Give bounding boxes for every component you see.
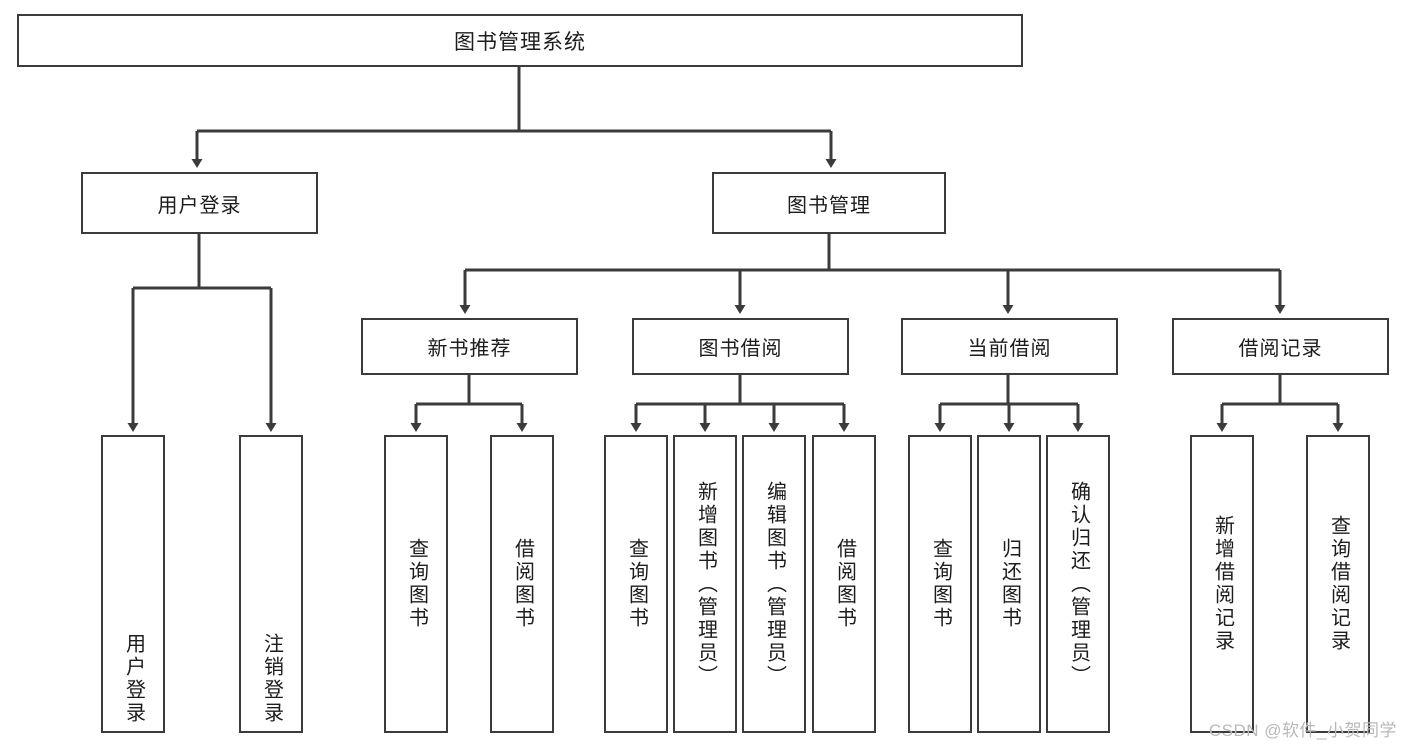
leaf-newbook-query-book-label: 查询图书 (405, 538, 428, 630)
leaf-record-query[interactable]: 查询借阅记录 (1306, 435, 1370, 733)
leaf-newbook-borrow-book-label: 借阅图书 (511, 538, 534, 630)
leaf-logout[interactable]: 注销登录 (239, 435, 303, 733)
node-new-book-recommend[interactable]: 新书推荐 (361, 318, 578, 375)
leaf-current-confirm-return[interactable]: 确认归还（管理员） (1046, 435, 1110, 733)
node-current-borrow[interactable]: 当前借阅 (901, 318, 1118, 375)
watermark: CSDN @软件_小贺同学 (1208, 721, 1397, 740)
node-new-book-recommend-label: 新书推荐 (427, 338, 512, 360)
leaf-current-return-book[interactable]: 归还图书 (977, 435, 1041, 733)
leaf-current-confirm-return-label: 确认归还（管理员） (1067, 480, 1090, 688)
node-root-label: 图书管理系统 (454, 30, 586, 54)
leaf-borrow-borrow-book-label: 借阅图书 (833, 538, 856, 630)
leaf-borrow-edit-book[interactable]: 编辑图书（管理员） (742, 435, 806, 733)
leaf-current-query-book[interactable]: 查询图书 (908, 435, 972, 733)
leaf-borrow-query-book[interactable]: 查询图书 (604, 435, 668, 733)
node-borrow-record-label: 借阅记录 (1238, 338, 1323, 360)
leaf-logout-label: 注销登录 (260, 633, 283, 725)
node-borrow-record[interactable]: 借阅记录 (1172, 318, 1389, 375)
leaf-borrow-query-book-label: 查询图书 (625, 538, 648, 630)
node-book-borrow-label: 图书借阅 (698, 338, 783, 360)
leaf-record-query-label: 查询借阅记录 (1327, 515, 1350, 653)
leaf-record-add[interactable]: 新增借阅记录 (1190, 435, 1254, 733)
leaf-borrow-borrow-book[interactable]: 借阅图书 (812, 435, 876, 733)
leaf-record-add-label: 新增借阅记录 (1211, 515, 1234, 653)
leaf-current-return-book-label: 归还图书 (998, 538, 1021, 630)
leaf-newbook-query-book[interactable]: 查询图书 (384, 435, 448, 733)
node-root[interactable]: 图书管理系统 (17, 14, 1023, 67)
node-book-management[interactable]: 图书管理 (712, 172, 946, 234)
leaf-current-query-book-label: 查询图书 (929, 538, 952, 630)
node-book-borrow[interactable]: 图书借阅 (632, 318, 849, 375)
node-book-management-label: 图书管理 (787, 194, 871, 217)
leaf-user-login-label: 用户登录 (122, 633, 145, 725)
leaf-borrow-add-book[interactable]: 新增图书（管理员） (673, 435, 737, 733)
leaf-user-login[interactable]: 用户登录 (101, 435, 165, 733)
node-current-borrow-label: 当前借阅 (967, 338, 1052, 360)
node-user-login-label: 用户登录 (157, 194, 242, 217)
leaf-borrow-add-book-label: 新增图书（管理员） (694, 480, 717, 688)
leaf-newbook-borrow-book[interactable]: 借阅图书 (490, 435, 554, 733)
leaf-borrow-edit-book-label: 编辑图书（管理员） (763, 480, 786, 688)
node-user-login[interactable]: 用户登录 (81, 172, 318, 234)
